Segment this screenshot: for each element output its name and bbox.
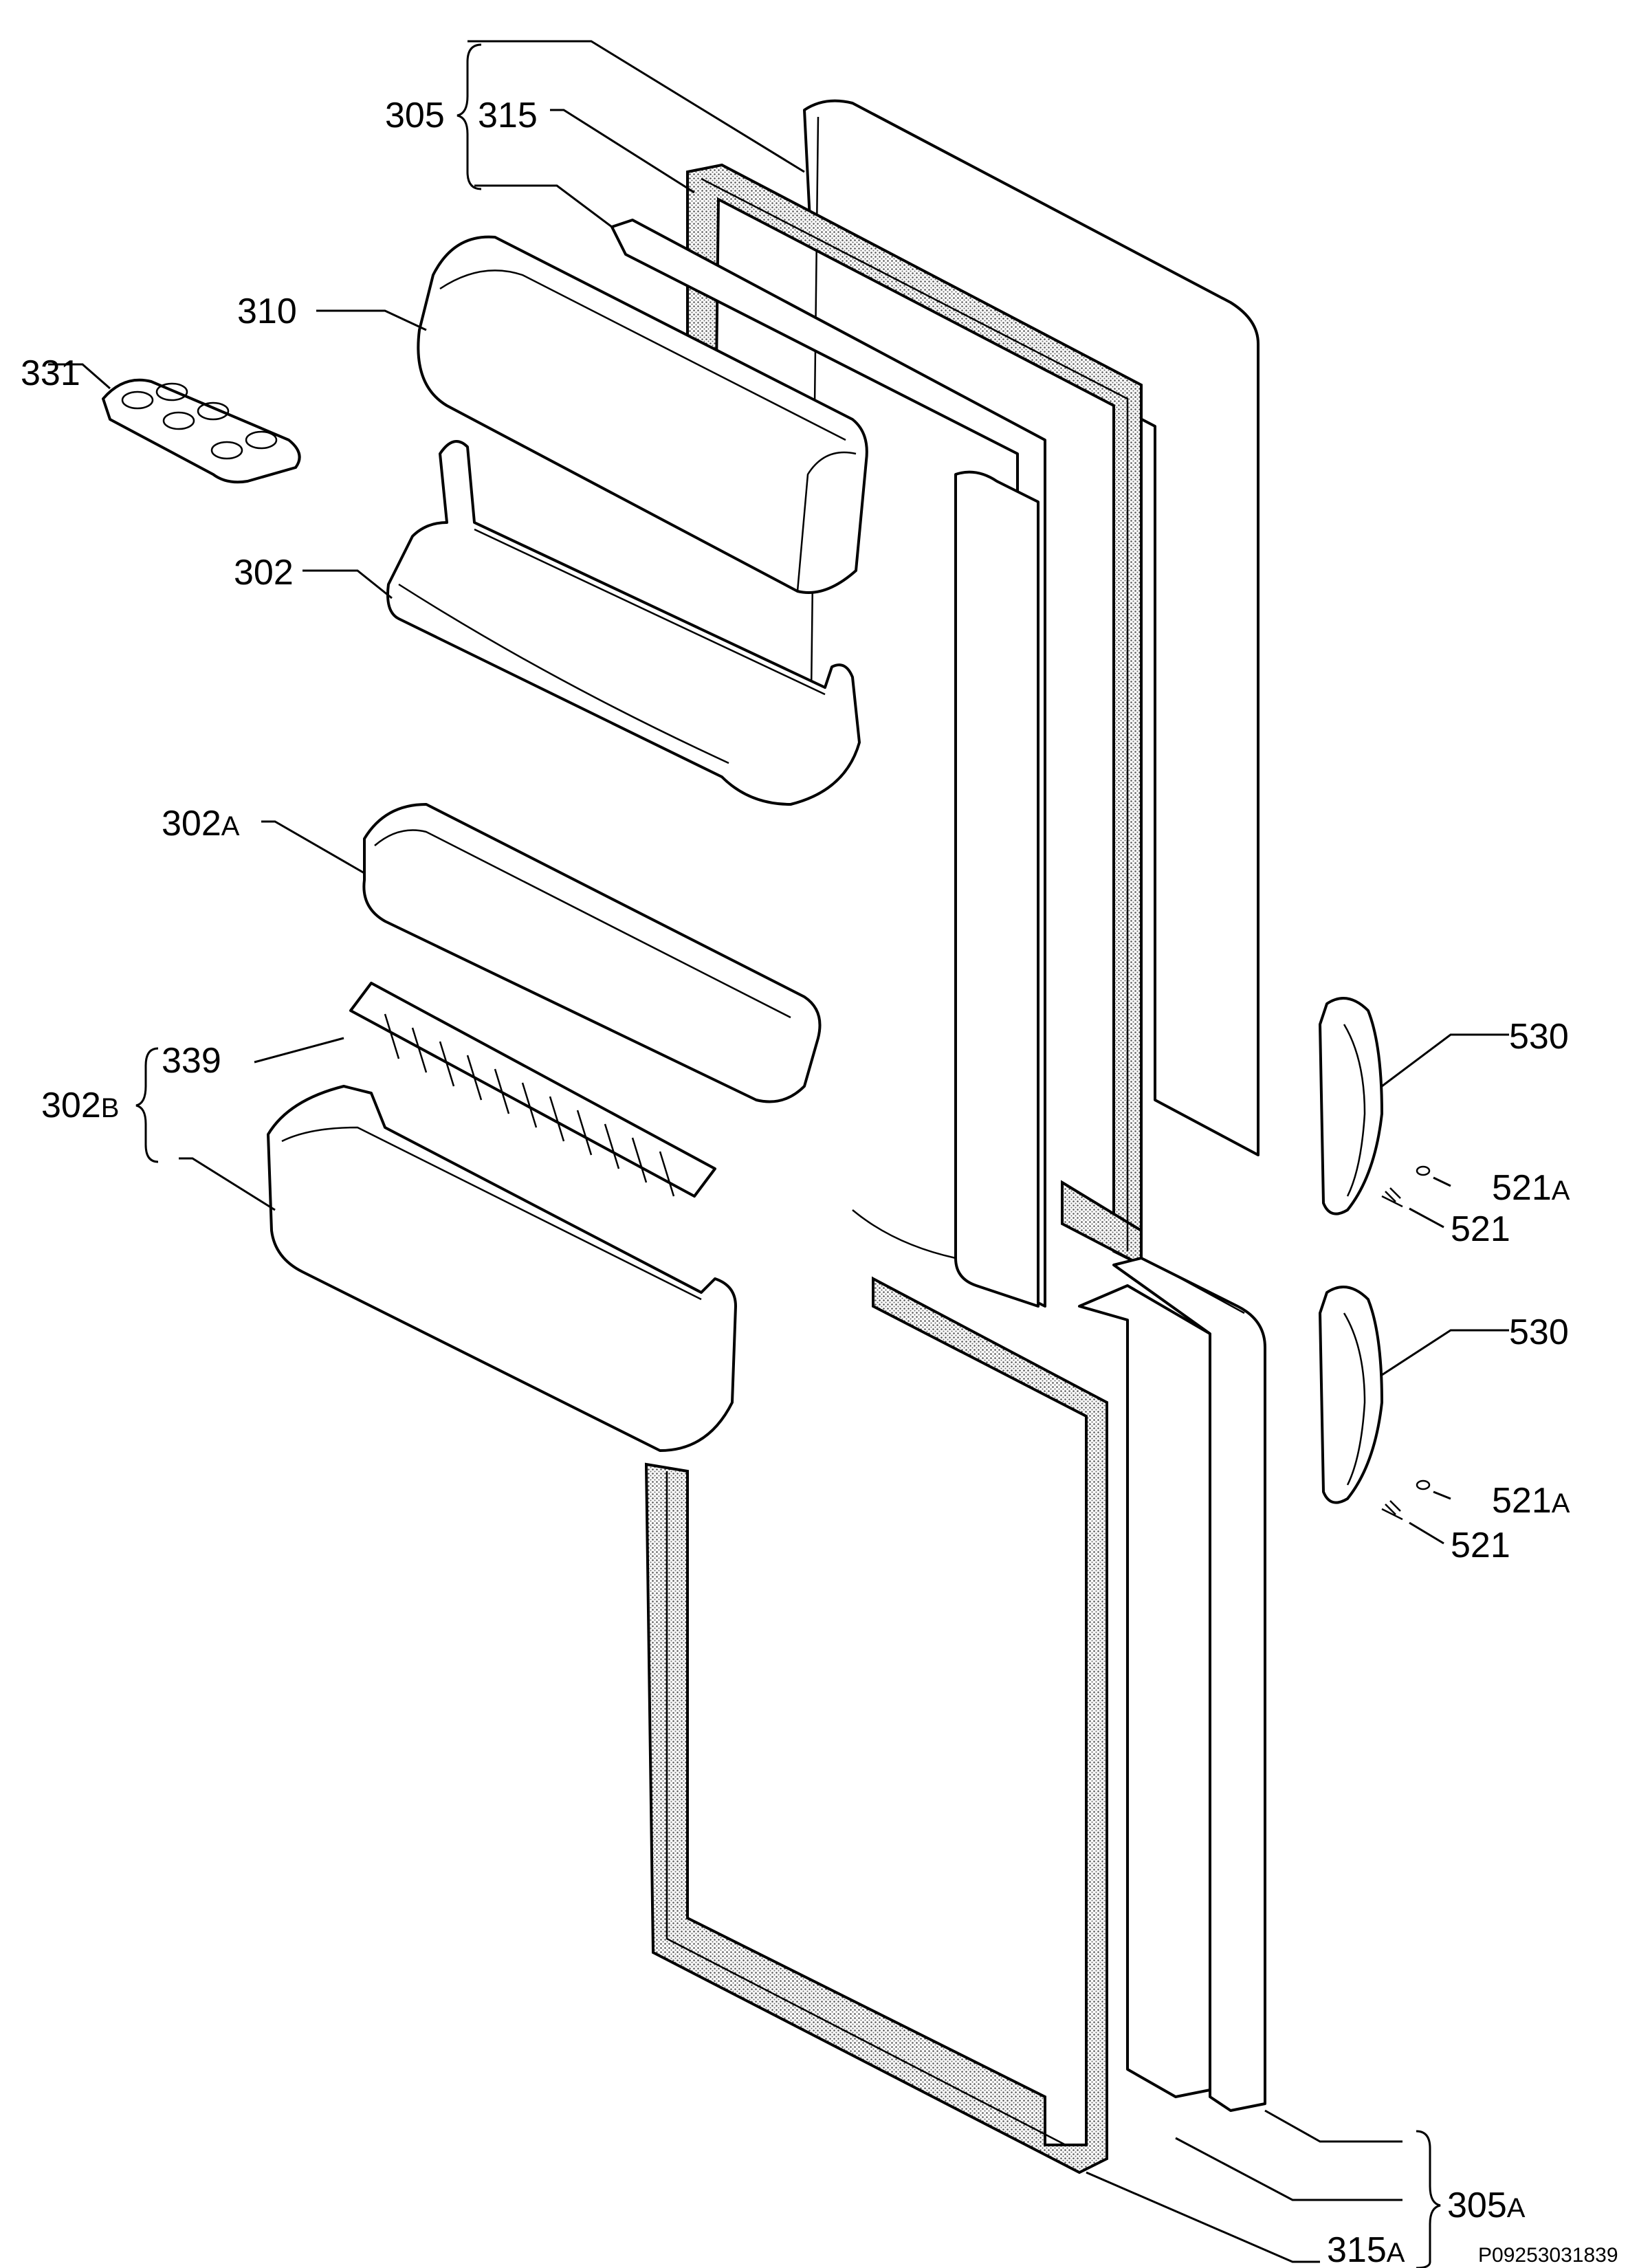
upper-door-inner-liner (610, 219, 1046, 1308)
bottle-rack (349, 982, 716, 1198)
lower-door-inner-liner (1078, 1284, 1211, 2098)
brace-302b (135, 1047, 159, 1163)
screw-cap-521a-upper (1416, 1165, 1431, 1176)
reference-code: P09253031839 (1478, 2244, 1618, 2267)
label-315: 315 (478, 96, 538, 135)
brace-305a (1416, 2130, 1441, 2268)
screw-cap-521a-lower (1416, 1479, 1431, 1490)
handle-530-upper (1319, 997, 1383, 1215)
brace-305 (456, 43, 482, 190)
lower-door-gasket (644, 1276, 1108, 2175)
label-530-upper: 530 (1509, 1017, 1569, 1057)
door-shelf-302 (386, 440, 861, 806)
label-315a: 315A (1327, 2230, 1405, 2268)
door-shelf-302a (362, 803, 822, 1103)
label-521-lower: 521 (1451, 1526, 1510, 1565)
label-339: 339 (162, 1041, 221, 1081)
screw-521-upper (1381, 1187, 1403, 1208)
label-521a-lower: 521A (1492, 1481, 1570, 1521)
label-302: 302 (234, 553, 294, 593)
leader-lines (48, 40, 1509, 2263)
screw-521-lower (1381, 1500, 1403, 1521)
dairy-compartment-lid (417, 235, 868, 594)
label-305: 305 (385, 96, 445, 135)
label-310: 310 (237, 291, 297, 331)
label-302a: 302A (162, 804, 240, 844)
label-530-lower: 530 (1509, 1312, 1569, 1352)
door-shelf-302b (267, 1085, 737, 1452)
label-521a-upper: 521A (1492, 1168, 1570, 1208)
label-521-upper: 521 (1451, 1209, 1510, 1249)
label-305a: 305A (1447, 2186, 1526, 2225)
handle-530-lower (1319, 1286, 1383, 1504)
label-331: 331 (21, 353, 80, 393)
egg-tray (102, 378, 301, 484)
label-302b: 302B (41, 1086, 119, 1125)
lower-door-outer-panel (1112, 1257, 1266, 2112)
